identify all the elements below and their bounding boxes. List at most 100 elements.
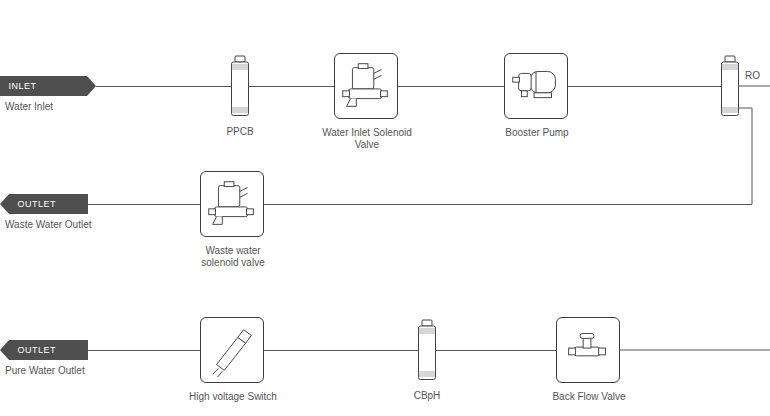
filter-cap <box>235 56 245 62</box>
pump-head <box>519 73 532 90</box>
port <box>521 91 527 97</box>
arrow-shape <box>0 76 96 96</box>
pipe-connector <box>88 204 200 205</box>
filter-ring <box>419 331 436 332</box>
filter-ring <box>419 333 436 334</box>
arrow-shape <box>0 194 88 214</box>
filter-cap <box>422 320 432 326</box>
filter-ring <box>722 112 739 113</box>
pump-illustration <box>505 54 567 118</box>
coil-body <box>218 186 239 207</box>
pipe-connector <box>88 350 200 351</box>
outlet-stub <box>739 86 770 87</box>
component-label: PPCB <box>226 126 253 138</box>
pipe-connector <box>568 86 721 87</box>
arrow-shape <box>0 340 88 360</box>
filter-ring <box>232 110 249 111</box>
coil-cap <box>358 64 368 69</box>
component-label: CBpH <box>414 390 441 402</box>
filter-node: RO <box>721 56 739 116</box>
switch-body <box>217 337 246 370</box>
port <box>569 348 576 355</box>
terminal <box>240 193 248 197</box>
filter-ring <box>722 69 739 70</box>
component-label: Waste water solenoid valve <box>188 245 278 269</box>
valve-illustration <box>335 54 397 118</box>
filter-ring <box>722 110 739 111</box>
filter-body <box>722 62 739 116</box>
component-label: RO <box>745 70 760 82</box>
arrow-label: INLET <box>0 76 96 96</box>
component-label: High voltage Switch <box>189 391 277 403</box>
component-box: Waste water solenoid valve <box>200 171 264 237</box>
pipe-connector <box>249 86 334 87</box>
filter-body <box>232 62 249 116</box>
pin <box>217 371 222 377</box>
pipe-connector <box>264 350 418 351</box>
flow-arrow-node: INLETWater Inlet <box>0 76 96 96</box>
filter-ring <box>232 65 249 66</box>
filter-cap <box>725 56 735 62</box>
component-label: Back Flow Valve <box>552 391 625 403</box>
switch-cap <box>238 330 252 344</box>
port <box>381 91 388 97</box>
valve-base <box>215 207 248 217</box>
terminal <box>374 75 382 79</box>
filter-ring <box>232 69 249 70</box>
port-label: Water Inlet <box>5 101 53 113</box>
coil-body <box>352 68 373 89</box>
filter-ring <box>419 374 436 375</box>
port <box>599 348 606 355</box>
filter-node: PPCB <box>231 56 249 116</box>
filter-cartridge <box>418 320 436 380</box>
filter-ring <box>232 108 249 109</box>
filter-ring <box>419 372 436 373</box>
component-label: Booster Pump <box>492 127 582 139</box>
filter-ring <box>722 65 739 66</box>
filter-cartridge <box>231 56 249 116</box>
filter-ring <box>722 108 739 109</box>
port <box>343 91 350 97</box>
valve-base <box>349 89 382 99</box>
valve-illustration <box>201 172 263 236</box>
arrow-label: OUTLET <box>0 194 88 214</box>
component-box: Water Inlet Solenoid Valve <box>334 53 398 119</box>
filter-body <box>419 326 436 380</box>
terminal <box>240 188 248 192</box>
port <box>513 77 520 82</box>
filter-ring <box>232 112 249 113</box>
bracket <box>347 99 357 107</box>
filter-cartridge <box>721 56 739 116</box>
pin <box>213 368 219 374</box>
port <box>247 209 254 215</box>
filter-ring <box>419 376 436 377</box>
component-box: High voltage Switch <box>200 317 264 383</box>
cap <box>580 334 594 339</box>
pipe-connector <box>436 350 556 351</box>
filter-ring <box>232 67 249 68</box>
port-label: Pure Water Outlet <box>5 365 85 377</box>
filter-ring <box>722 67 739 68</box>
component-box: Back Flow Valve <box>556 317 620 383</box>
port-label: Waste Water Outlet <box>5 219 92 231</box>
pipe-connector <box>96 86 231 87</box>
backflow-illustration <box>557 318 619 382</box>
inlet-stub <box>620 350 770 351</box>
pipe-connector <box>264 108 752 205</box>
component-box: Booster Pump <box>504 53 568 119</box>
flow-arrow-node: OUTLETWaste Water Outlet <box>0 194 88 214</box>
flow-arrow-node: OUTLETPure Water Outlet <box>0 340 88 360</box>
motor-band <box>536 71 537 92</box>
switch-illustration <box>201 318 263 382</box>
bracket <box>213 217 223 225</box>
mount <box>534 93 551 98</box>
terminal <box>374 70 382 74</box>
component-label: Water Inlet Solenoid Valve <box>322 127 412 151</box>
filter-node: CBpH <box>418 320 436 380</box>
filter-ring <box>419 329 436 330</box>
coil-cap <box>224 182 234 187</box>
stem <box>583 337 591 348</box>
port <box>209 209 216 215</box>
arrow-label: OUTLET <box>0 340 88 360</box>
